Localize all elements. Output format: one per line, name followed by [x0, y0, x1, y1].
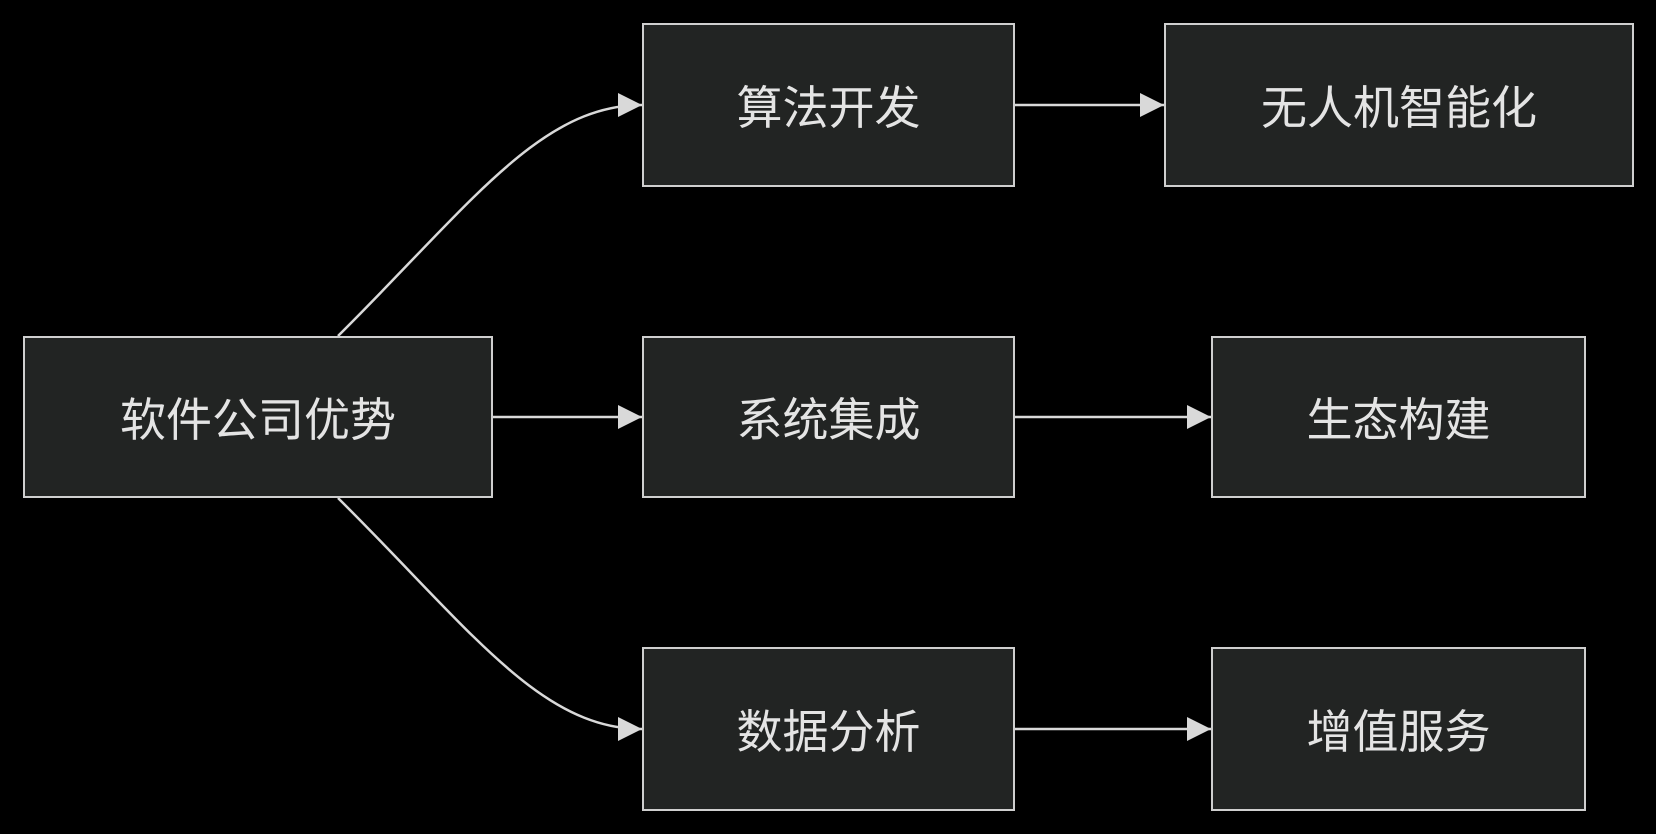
node-ecosystem-building: 生态构建	[1211, 336, 1586, 498]
node-drone-intelligence: 无人机智能化	[1164, 23, 1634, 187]
node-system-integration: 系统集成	[642, 336, 1015, 498]
node-algorithm-development: 算法开发	[642, 23, 1015, 187]
node-data-analysis: 数据分析	[642, 647, 1015, 811]
node-software-company-advantage: 软件公司优势	[23, 336, 493, 498]
edge-root-algorithm	[337, 93, 643, 337]
node-value-added-services: 增值服务	[1211, 647, 1586, 811]
edge-root-analytics	[337, 497, 643, 741]
